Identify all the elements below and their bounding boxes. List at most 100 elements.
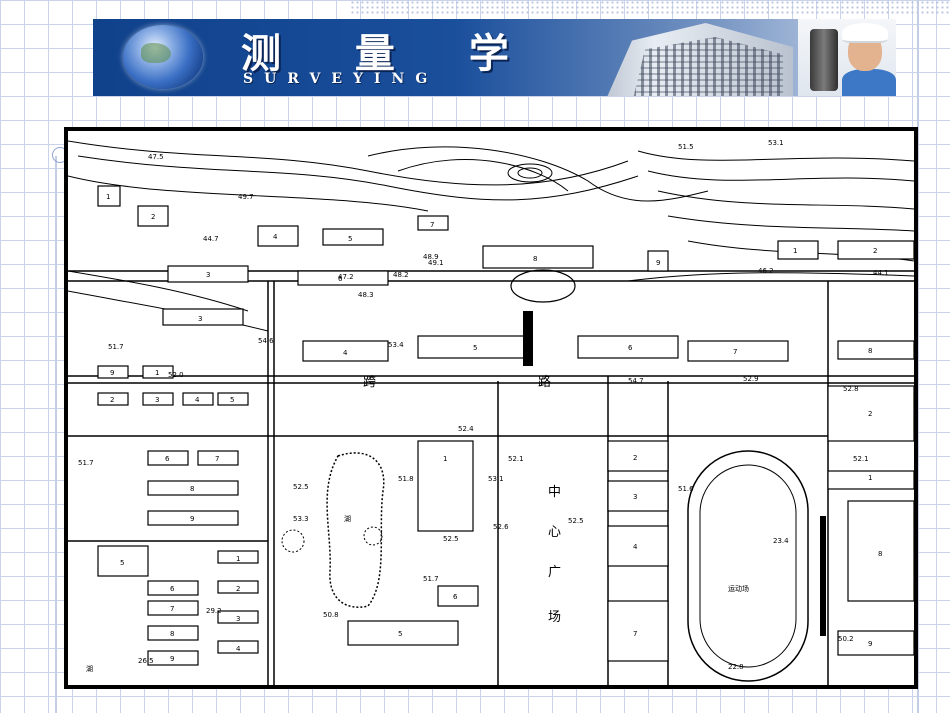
map-label-center-3: 广 [548,565,561,580]
building-number: 1 [793,247,797,255]
building-number: 3 [206,271,210,279]
decorative-dot-strip [350,0,950,16]
banner-title-en: SURVEYING [243,71,439,87]
elevation-label: 52.8 [843,385,859,393]
elevation-label: 46.2 [758,267,774,275]
elevation-label: 48.3 [358,291,374,299]
building-number: 4 [273,233,278,241]
elevation-label: 53.4 [388,341,404,349]
building-number: 2 [151,213,155,221]
header-banner: 测 量 学 SURVEYING [93,19,896,96]
elevation-label: 49.7 [238,193,254,201]
building-number: 2 [236,585,240,593]
building-number: 2 [873,247,877,255]
elevation-label: 53.3 [293,515,309,523]
building-number: 6 [628,344,633,352]
elevation-label: 52.1 [508,455,524,463]
building-number: 4 [195,396,200,404]
elevation-label: 52.0 [168,371,184,379]
contour-lines [68,140,914,332]
building-number: 6 [170,585,175,593]
building-number: 9 [110,369,114,377]
elevation-label: 53.1 [488,475,504,483]
elevation-label: 49.1 [428,259,444,267]
elevation-label: 48.2 [393,271,409,279]
map-drawing: 中 心 广 场 跨 路 运动场 湖 湖 47.549.751.553.148.9… [68,139,914,685]
central-stair [523,311,533,366]
building-number: 3 [633,493,637,501]
decorative-left-rule [55,156,57,713]
elevation-label: 44.7 [203,235,219,243]
elevation-label: 51.8 [398,475,414,483]
banner-title-cn: 测 量 学 [241,30,539,77]
small-pond [281,529,305,553]
building-number: 7 [170,605,174,613]
elevation-label: 53.1 [768,139,784,147]
hill-top-contour [507,163,553,183]
surveyor-photo [798,19,896,96]
elevation-label: 23.4 [773,537,789,545]
elevation-label: 51.7 [423,575,439,583]
building-number: 7 [733,348,737,356]
elevation-label: 54.7 [628,377,644,385]
building-number: 1 [443,455,447,463]
map-label-road-2: 路 [538,374,551,390]
elevation-label: 26.5 [138,657,154,665]
elevation-label: 52.6 [493,523,509,531]
elevation-label: 51.7 [108,343,124,351]
elevation-label: 22.8 [728,663,744,671]
globe-icon [123,25,203,89]
building-number: 4 [236,645,241,653]
building-number: 8 [868,347,872,355]
running-track [687,450,809,682]
map-label-center-1: 中 [548,485,561,500]
building-number: 8 [533,255,537,263]
elevation-label: 52.5 [568,517,584,525]
elevation-label: 50.2 [838,635,854,643]
building-number: 4 [633,543,638,551]
building-number: 7 [633,630,637,638]
buildings [97,185,914,666]
map-label-pond: 湖 [344,514,351,523]
stand-bar [820,516,826,636]
building-number: 8 [170,630,174,638]
elevation-label: 51.7 [78,459,94,467]
elevation-label: 54.6 [258,337,274,345]
elevation-label: 51.5 [678,143,694,151]
building-number: 7 [430,221,434,229]
theodolite-icon [810,29,838,91]
building-number: 1 [106,193,110,201]
building-number: 8 [190,485,194,493]
building-number: 6 [453,593,458,601]
central-loop [510,269,576,303]
building-number: 5 [398,630,402,638]
building-number: 1 [868,474,872,482]
building-number: 3 [155,396,159,404]
roads [68,270,914,685]
building-number: 6 [338,275,343,283]
building-number: 9 [868,640,872,648]
elevation-label: 47.2 [338,273,354,281]
map-label-center-2: 心 [548,525,561,540]
building-number: 1 [236,555,240,563]
elevation-label: 51.6 [678,485,694,493]
building-number: 4 [343,349,348,357]
building-number: 5 [348,235,352,243]
building-number: 9 [170,655,174,663]
elevation-label: 52.5 [293,483,309,491]
elevation-label: 29.2 [206,607,222,615]
elevation-label: 52.4 [458,425,474,433]
elevation-label: 52.9 [743,375,759,383]
building-number: 3 [198,315,202,323]
pond-outline [326,452,385,608]
building-number: 5 [230,396,234,404]
elevation-label: 52.5 [443,535,459,543]
building-number: 2 [110,396,114,404]
map-label-track: 运动场 [728,584,749,593]
building-number: 2 [633,454,637,462]
map-label-center-4: 场 [548,610,561,625]
decorative-right-rule [917,0,919,713]
building-number: 2 [868,410,872,418]
